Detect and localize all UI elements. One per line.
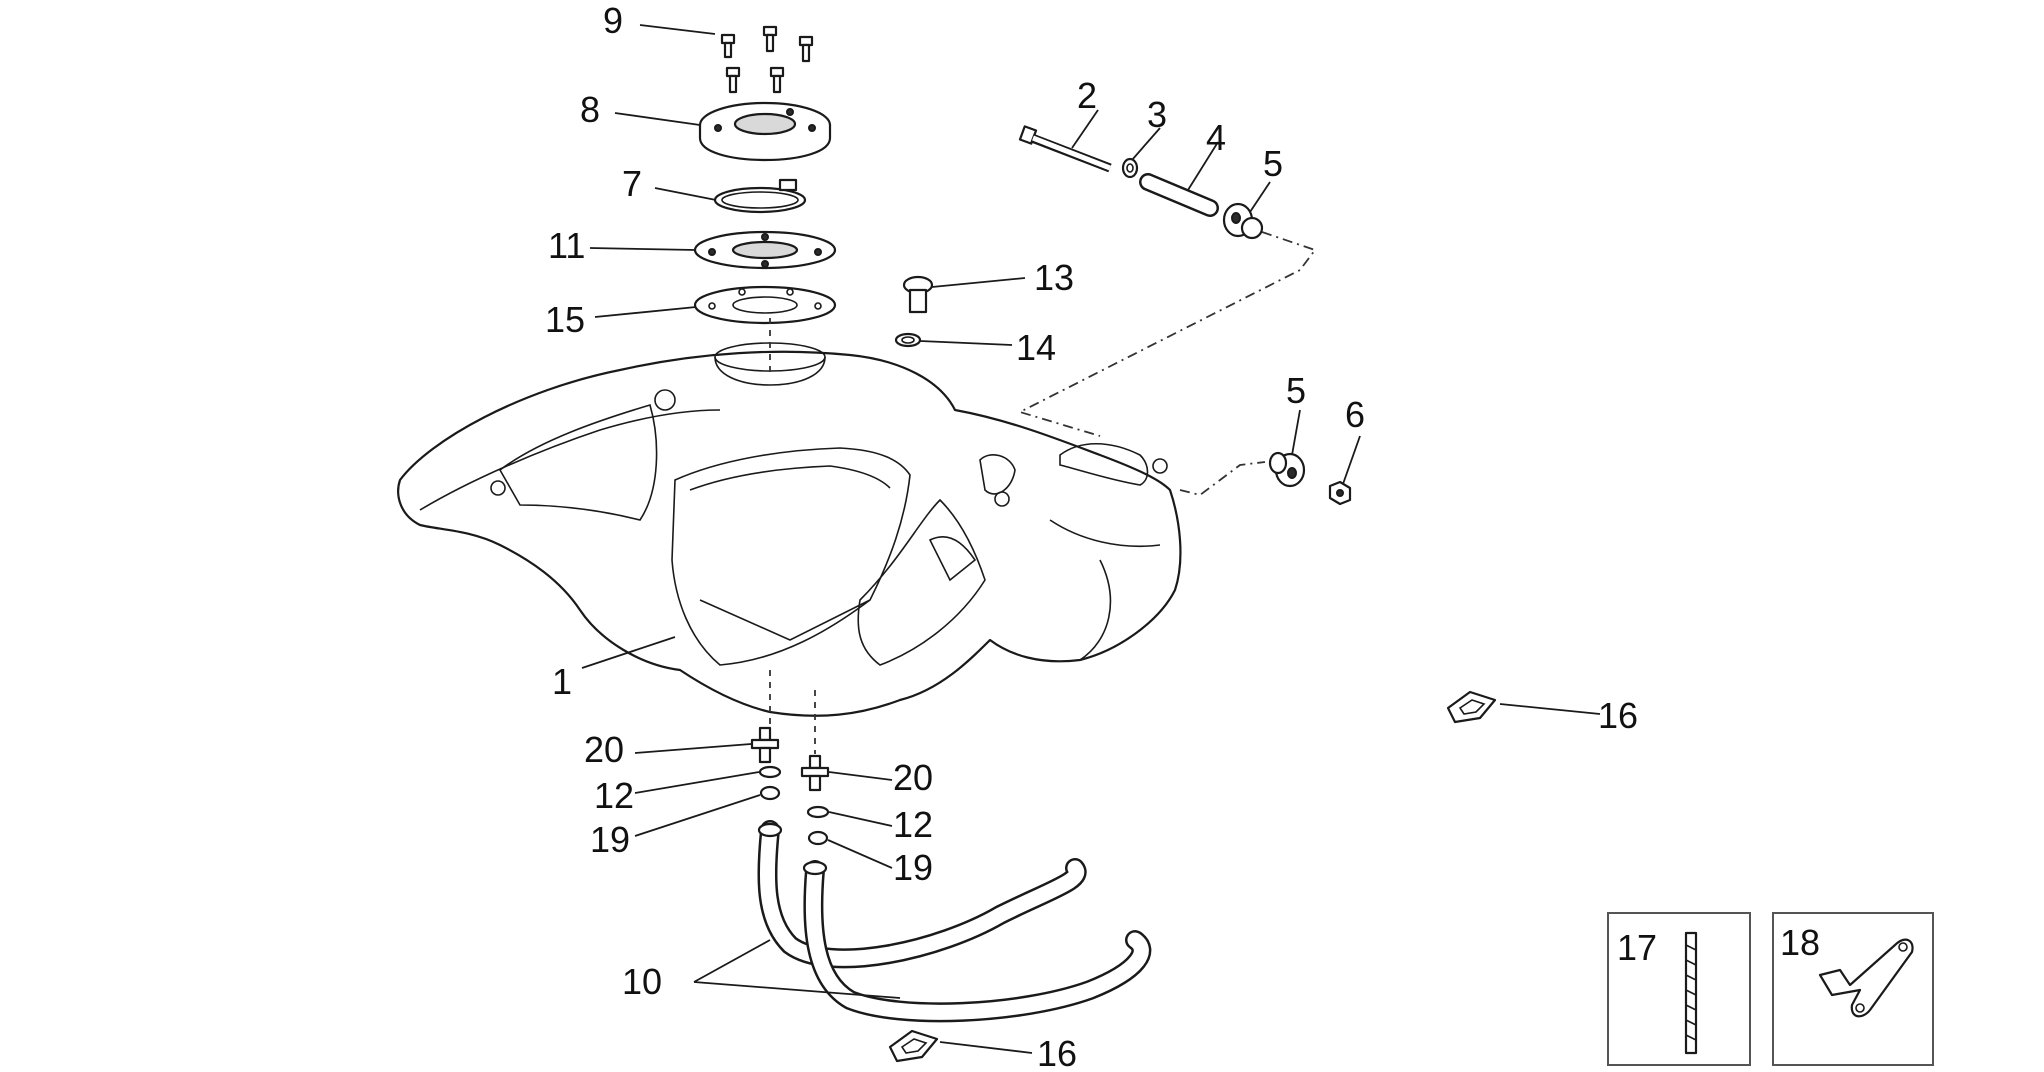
washer[interactable] <box>1121 157 1139 179</box>
gasket-plate[interactable] <box>693 230 837 270</box>
inset-box-17[interactable] <box>1607 912 1751 1066</box>
callout-labels: 9 8 7 11 15 2 3 4 5 13 14 5 6 1 16 20 20… <box>545 0 1820 1072</box>
rubber-grommet-upper[interactable] <box>1222 202 1264 240</box>
o-ring[interactable] <box>894 332 922 348</box>
hose-clamp-left[interactable] <box>759 785 781 801</box>
plug[interactable] <box>902 275 934 314</box>
inset-box-18[interactable] <box>1772 912 1934 1066</box>
hose-fitting-left[interactable] <box>750 726 780 764</box>
inset-18-label: 18 <box>1780 922 1820 963</box>
leader-lines <box>581 24 1601 1054</box>
fuel-tank[interactable] <box>397 342 1182 717</box>
clip-lower[interactable] <box>888 1029 939 1063</box>
small-o-ring-right[interactable] <box>806 805 830 819</box>
hose-clamp-right[interactable] <box>807 830 829 846</box>
callout-16-upper: 16 <box>1598 695 1638 736</box>
callout-20-right: 20 <box>893 757 933 798</box>
long-bolt[interactable] <box>1018 125 1112 173</box>
callout-11: 11 <box>548 225 585 266</box>
callout-12-right: 12 <box>893 804 933 845</box>
callout-10: 10 <box>622 961 662 1002</box>
rubber-grommet-lower[interactable] <box>1268 451 1306 488</box>
callout-15: 15 <box>545 299 585 340</box>
callout-6: 6 <box>1345 394 1365 435</box>
callout-9: 9 <box>603 0 623 41</box>
assembly-axis-bolt <box>1017 231 1317 437</box>
callout-8: 8 <box>580 89 600 130</box>
callout-5-upper: 5 <box>1263 143 1283 184</box>
screw-set[interactable] <box>720 25 814 94</box>
breather-hoses[interactable] <box>757 820 1152 1023</box>
callout-20-left: 20 <box>584 729 624 770</box>
callout-13: 13 <box>1034 257 1074 298</box>
callout-5-lower: 5 <box>1286 370 1306 411</box>
callout-3: 3 <box>1147 94 1167 135</box>
callout-14: 14 <box>1016 327 1056 368</box>
inset-17-label: 17 <box>1617 927 1657 968</box>
callout-4: 4 <box>1206 117 1226 158</box>
callout-16-lower: 16 <box>1037 1033 1077 1072</box>
filler-cap-flange[interactable] <box>698 101 832 162</box>
spacer-tube[interactable] <box>1139 173 1219 217</box>
flat-gasket[interactable] <box>693 285 837 325</box>
callout-2: 2 <box>1077 75 1097 116</box>
callout-12-left: 12 <box>594 775 634 816</box>
clip-upper[interactable] <box>1446 690 1497 724</box>
callout-7: 7 <box>622 163 642 204</box>
ring-seal[interactable] <box>713 178 807 214</box>
small-o-ring-left[interactable] <box>758 765 782 779</box>
assembly-axis-rear <box>1179 461 1266 496</box>
callout-1: 1 <box>552 661 572 702</box>
hose-fitting-right[interactable] <box>800 754 830 792</box>
nut[interactable] <box>1328 480 1352 506</box>
callout-19-right: 19 <box>893 847 933 888</box>
callout-19-left: 19 <box>590 819 630 860</box>
